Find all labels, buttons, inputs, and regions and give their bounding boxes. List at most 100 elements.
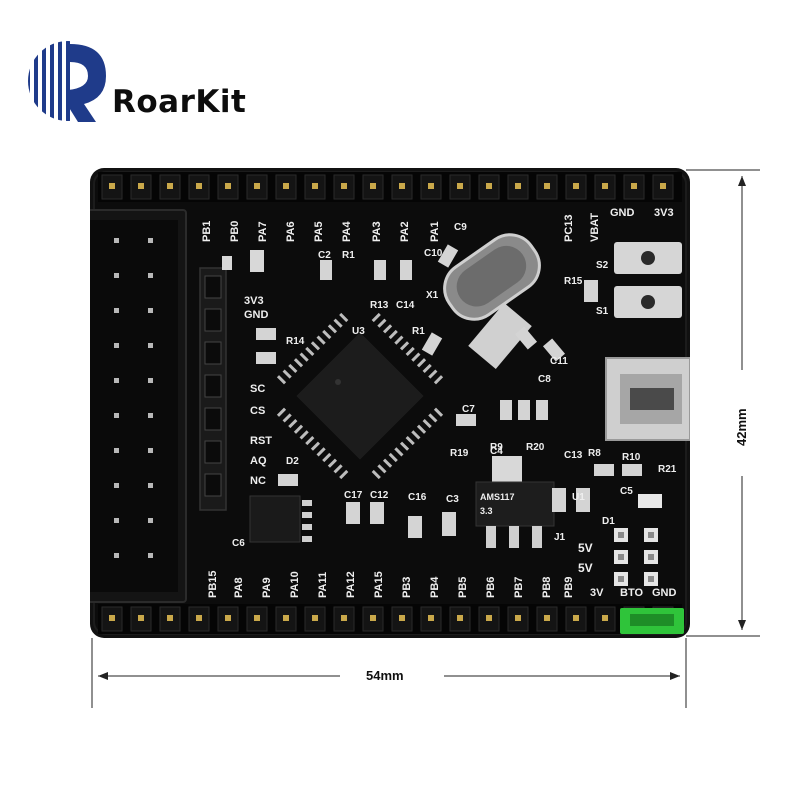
jtag-pin	[148, 413, 153, 418]
top-pin-label: PA1	[429, 221, 441, 242]
top-pin-label: VBAT	[589, 213, 601, 242]
power-label: 3V	[590, 587, 604, 599]
component-label: C2	[318, 250, 331, 261]
regulator-label: AMS117	[480, 492, 515, 502]
mcu-pin	[299, 352, 309, 362]
bottom-pin-label: PB7	[513, 577, 525, 598]
mcu-pin	[327, 324, 338, 334]
component-label: C4	[490, 446, 503, 457]
component-label: S2	[596, 260, 609, 271]
component-label: C6	[232, 538, 245, 549]
power-label: 5V	[578, 541, 593, 555]
mcu-pin	[371, 312, 381, 323]
component-label: C12	[370, 490, 389, 501]
bottom-pin-label: PB3	[401, 577, 413, 598]
component-label: C14	[396, 300, 415, 311]
component-label: R19	[450, 448, 469, 459]
mcu-pin	[433, 375, 444, 385]
button-s2	[614, 242, 682, 274]
swd-pin	[204, 275, 222, 299]
crystal-x1	[443, 233, 541, 370]
swd-pin	[204, 440, 222, 464]
top-pin-label: PA4	[341, 221, 353, 242]
mcu-pin	[428, 413, 438, 423]
component-label: R14	[286, 336, 305, 347]
mcu-pin	[433, 407, 444, 417]
mcu-pin	[282, 413, 292, 423]
power-label: GND	[652, 587, 677, 599]
mcu-pin	[411, 352, 421, 362]
mcu-pin	[422, 418, 432, 429]
width-dimension-label: 54mm	[366, 668, 404, 683]
top-pin-header	[98, 172, 682, 202]
jtag-label: GND	[244, 309, 269, 321]
mcu-pin	[299, 430, 309, 440]
jtag-pin	[148, 378, 153, 383]
mcu-pin	[293, 358, 304, 368]
jtag-box-header	[90, 209, 187, 603]
jtag-pin	[148, 273, 153, 278]
jtag-pin	[114, 483, 119, 488]
top-pin-label: PA2	[399, 221, 411, 242]
top-pin-label: GND	[610, 207, 635, 219]
component-label: C9	[454, 222, 467, 233]
component-label: C3	[446, 494, 459, 505]
jtag-label: CS	[250, 405, 265, 417]
component-label: C7	[462, 404, 475, 415]
bottom-pin-label: PB9	[563, 577, 575, 598]
component-label: J1	[554, 532, 566, 543]
component-label: R1	[342, 250, 355, 261]
top-pin-label: PA6	[285, 221, 297, 242]
bottom-pin-label: PA11	[317, 572, 329, 598]
mcu-pin	[327, 458, 338, 468]
swd-pin	[204, 374, 222, 398]
component-label: R10	[622, 452, 641, 463]
jtag-label: SC	[250, 383, 265, 395]
mcu-pin	[399, 341, 410, 351]
mcu-pin	[382, 458, 393, 468]
top-pin-label: 3V3	[654, 207, 674, 219]
mcu-pin	[310, 341, 321, 351]
jtag-pin	[148, 238, 153, 243]
mcu-pin	[333, 318, 343, 328]
jtag-pin	[114, 518, 119, 523]
bottom-pin-label: PA10	[289, 571, 301, 598]
mcu-pin	[305, 346, 315, 357]
mcu-pin	[388, 452, 398, 463]
swd-pin	[204, 308, 222, 332]
chip-u4	[249, 495, 312, 543]
component-label: S1	[596, 306, 609, 317]
mcu-pin	[428, 369, 438, 379]
jtag-pin	[114, 343, 119, 348]
mcu-pin	[276, 407, 287, 417]
component-label: C13	[564, 450, 583, 461]
mcu-pin	[394, 335, 404, 345]
component-label: R1	[412, 326, 425, 337]
top-pin-label: PA7	[257, 221, 269, 242]
power-label: BTO	[620, 587, 643, 599]
mcu-pin	[339, 469, 349, 480]
jtag-label: NC	[250, 475, 266, 487]
component-label: C5	[620, 486, 633, 497]
mcu-pin	[293, 424, 304, 434]
component-label: R8	[588, 448, 601, 459]
mcu-pin	[276, 375, 287, 385]
jtag-pin	[114, 273, 119, 278]
jtag-pin	[114, 238, 119, 243]
mcu-pin	[411, 430, 421, 440]
jtag-pin	[114, 448, 119, 453]
mcu-pin	[316, 447, 326, 457]
jtag-pin	[114, 413, 119, 418]
green-jumper	[620, 608, 684, 634]
mcu-pin	[316, 335, 326, 345]
component-label: C10	[424, 248, 443, 259]
component-label: R9	[490, 442, 503, 453]
jtag-pin	[148, 448, 153, 453]
mcu-pin	[405, 435, 415, 446]
jtag-pin	[148, 308, 153, 313]
mcu-pin	[382, 324, 393, 334]
roarkit-logo	[28, 41, 106, 122]
top-pin-label: PC13	[563, 214, 575, 242]
component-label: C17	[344, 490, 363, 501]
